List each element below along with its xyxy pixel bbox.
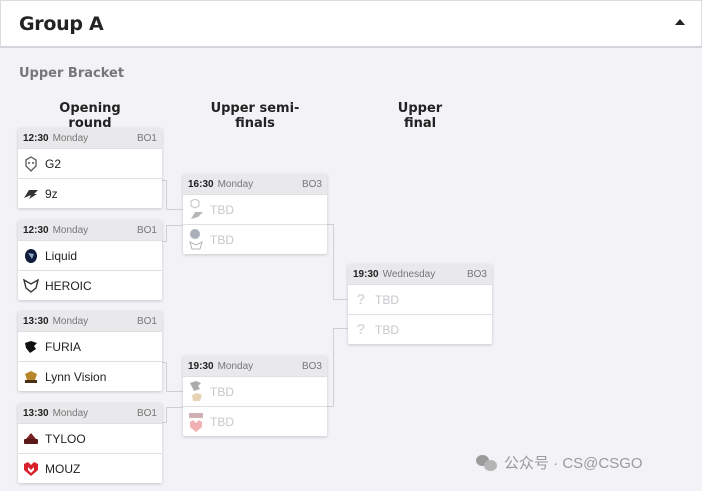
match-day: Monday [217, 178, 254, 190]
g2-logo-icon [23, 155, 39, 172]
match-format: BO3 [301, 360, 322, 372]
round-title-final: Upper final [397, 101, 443, 131]
team-name: FURIA [45, 339, 81, 354]
team-row[interactable]: FURIA [18, 331, 162, 361]
watermark-text: 公众号 · CS@CSGO [504, 455, 643, 472]
watermark: 公众号 · CS@CSGO [476, 452, 643, 473]
match-day: Monday [217, 360, 254, 372]
question-mark-icon: ? [356, 321, 366, 338]
team-name: TYLOO [45, 431, 86, 446]
lynn-vision-logo-icon [23, 369, 39, 385]
team-name: HEROIC [45, 278, 92, 293]
furia-lynn-logo-icon [188, 380, 204, 401]
match-time: 19:30 [353, 268, 379, 280]
match-day: Monday [52, 224, 89, 236]
team-row[interactable]: ? TBD [348, 284, 492, 314]
team-row[interactable]: MOUZ [18, 453, 162, 483]
team-row[interactable]: Liquid [18, 240, 162, 270]
match-format: BO3 [301, 178, 322, 190]
team-name: TBD [210, 232, 234, 247]
tyloo-logo-icon [23, 431, 39, 447]
team-name: MOUZ [45, 461, 81, 476]
match-day: Wednesday [382, 268, 436, 280]
round-title-opening: Opening round [59, 101, 121, 131]
team-name: Lynn Vision [45, 369, 107, 384]
team-row[interactable]: 9z [18, 178, 162, 208]
team-row[interactable]: TYLOO [18, 423, 162, 453]
group-title: Group A [19, 13, 104, 35]
heroic-logo-icon [23, 278, 39, 294]
team-row[interactable]: TBD [183, 224, 327, 254]
tyloo-mouz-logo-icon [188, 412, 204, 432]
team-name: 9z [45, 186, 58, 201]
match-time: 12:30 [23, 132, 49, 144]
team-name: TBD [210, 202, 234, 217]
team-row[interactable]: TBD [183, 376, 327, 406]
liquid-logo-icon [23, 248, 39, 264]
team-row[interactable]: Lynn Vision [18, 361, 162, 391]
match-format: BO1 [136, 132, 157, 144]
team-row[interactable]: TBD [183, 194, 327, 224]
wechat-icon [476, 454, 498, 471]
9z-logo-icon [23, 186, 39, 202]
match-day: Monday [52, 407, 89, 419]
match-time: 12:30 [23, 224, 49, 236]
team-row[interactable]: G2 [18, 148, 162, 178]
match-time: 13:30 [23, 407, 49, 419]
furia-logo-icon [23, 339, 39, 355]
match-format: BO3 [466, 268, 487, 280]
team-name: TBD [375, 292, 399, 307]
group-header[interactable]: Group A [0, 0, 702, 48]
match-day: Monday [52, 315, 89, 327]
match-format: BO1 [136, 224, 157, 236]
team-name: G2 [45, 156, 62, 171]
question-mark-icon: ? [356, 291, 366, 308]
match-format: BO1 [136, 315, 157, 327]
match-day: Monday [52, 132, 89, 144]
team-row[interactable]: HEROIC [18, 270, 162, 300]
match-time: 16:30 [188, 178, 214, 190]
team-name: TBD [375, 322, 399, 337]
team-name: TBD [210, 384, 234, 399]
caret-up-icon[interactable] [675, 19, 685, 25]
match-time: 19:30 [188, 360, 214, 372]
liquid-heroic-logo-icon [188, 228, 204, 249]
team-row[interactable]: TBD [183, 406, 327, 436]
match-format: BO1 [136, 407, 157, 419]
mouz-logo-icon [23, 461, 39, 477]
team-row[interactable]: ? TBD [348, 314, 492, 344]
team-name: TBD [210, 414, 234, 429]
g2-9z-logo-icon [188, 198, 204, 219]
team-name: Liquid [45, 248, 78, 263]
round-title-semis: Upper semi-finals [210, 101, 300, 131]
section-label: Upper Bracket [19, 66, 125, 81]
match-time: 13:30 [23, 315, 49, 327]
